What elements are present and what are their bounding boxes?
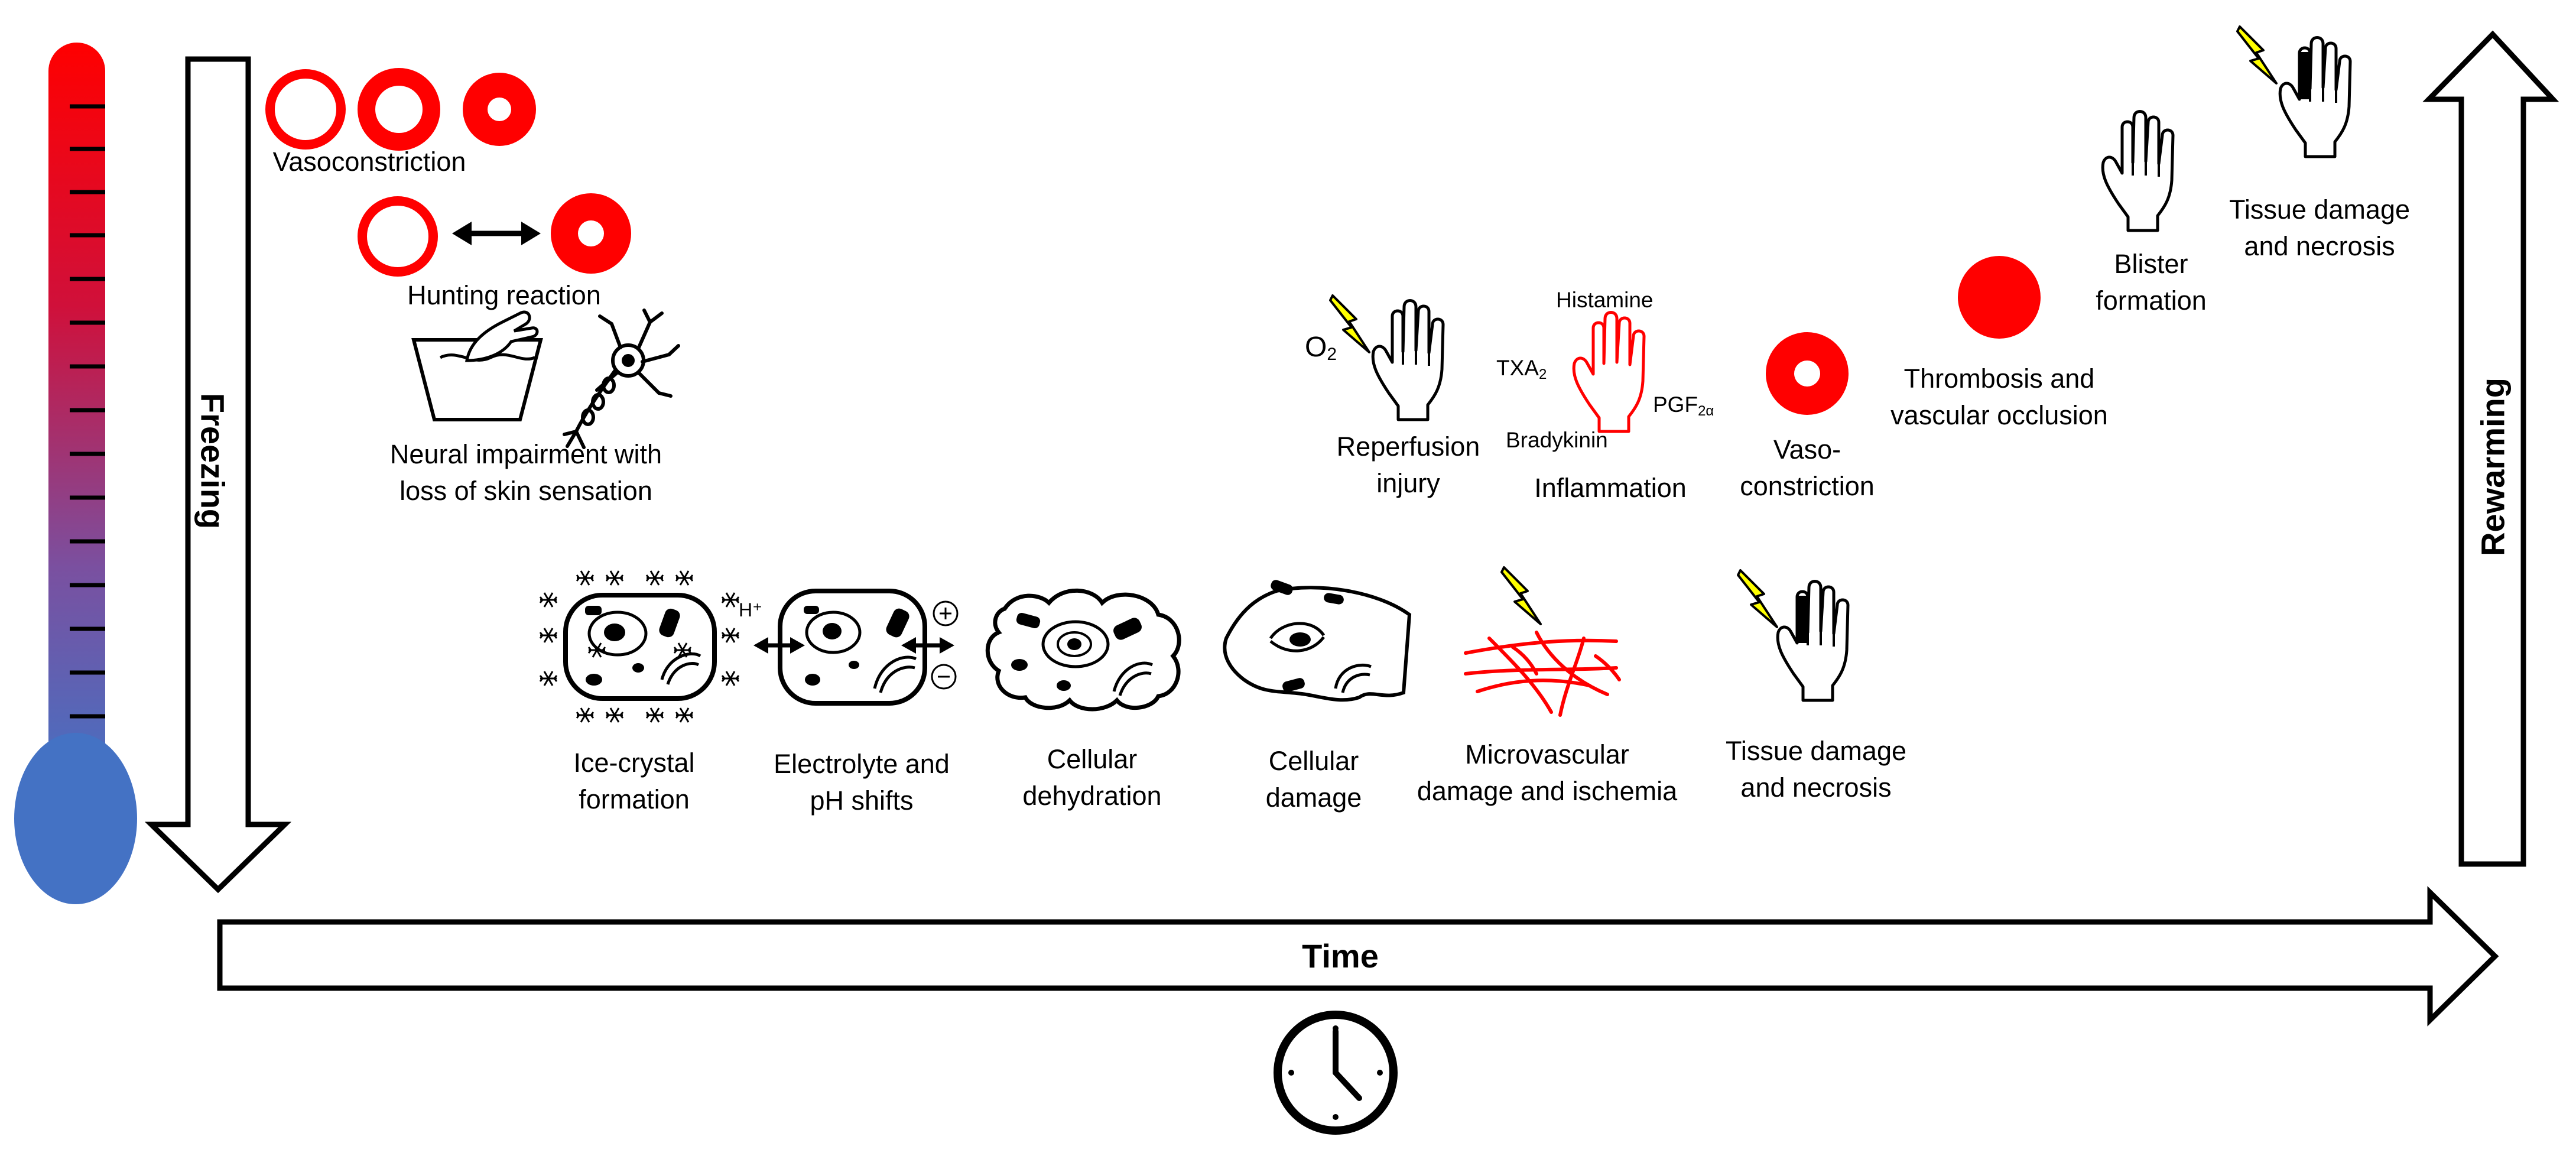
hunting-reaction-label: Hunting reaction — [407, 280, 601, 310]
thrombosis-label: Thrombosis and vascular occlusion — [1890, 363, 2108, 430]
ice-crystal-cell-icon — [539, 570, 740, 723]
occluded-vessel-icon — [1958, 256, 2041, 339]
dehydrated-cell-icon — [985, 588, 1181, 712]
freezing-arrow — [144, 56, 292, 894]
thermometer-bulb — [14, 733, 137, 904]
blister-hand-icon — [2103, 112, 2173, 231]
time-axis-label: Time — [1302, 937, 1379, 975]
hunting-reaction-icon — [358, 193, 631, 277]
tissue-damage-rewarm-label: Tissue damage and necrosis — [2229, 194, 2410, 261]
h-plus-label: H⁺ — [739, 599, 762, 621]
rewarm-lightning-icon — [2236, 25, 2278, 85]
necrotic-hand-icon — [1778, 582, 1848, 701]
cellular-damage-label: Cellular damage — [1265, 746, 1362, 813]
thermometer-tube — [48, 43, 105, 793]
vasoconstriction-rewarm-label: Vaso- constriction — [1740, 434, 1875, 501]
neuron-icon — [563, 309, 680, 449]
lightning-icon — [1737, 569, 1778, 628]
rewarming-axis-label: Rewarming — [2474, 378, 2512, 556]
electrolyte-label: Electrolyte and pH shifts — [774, 749, 950, 816]
vasoconstricted-vessel-icon — [1766, 332, 1849, 415]
vasoconstriction-vessels-icon — [265, 68, 536, 151]
txa2-label: TXA2 — [1496, 356, 1547, 383]
neural-impairment-label: Neural impairment with loss of skin sens… — [389, 439, 662, 506]
histamine-label: Histamine — [1556, 288, 1654, 312]
clock-icon — [1274, 1011, 1398, 1135]
blister-label: Blister formation — [2096, 249, 2207, 316]
thermometer — [14, 43, 137, 904]
inflammation-label: Inflammation — [1534, 473, 1687, 503]
oxygen-label: O2 — [1305, 332, 1337, 365]
freezing-axis-label: Freezing — [194, 392, 232, 530]
inflamed-hand-icon — [1572, 311, 1646, 433]
necrotic-hand-rewarm-icon — [2280, 38, 2350, 157]
microvascular-label: Microvascular damage and ischemia — [1417, 739, 1678, 806]
rewarming-arrow — [2422, 30, 2559, 867]
cold-water-basin-icon — [411, 310, 543, 421]
reperfusion-hand-icon — [1373, 301, 1443, 420]
microvascular-damage-icon — [1464, 566, 1621, 717]
thermometer-ticks — [70, 104, 105, 719]
ice-crystal-label: Ice-crystal formation — [573, 748, 695, 814]
vasoconstriction-label: Vasoconstriction — [272, 147, 466, 177]
reperfusion-label: Reperfusion injury — [1336, 431, 1480, 498]
pgf2a-label: PGF2α — [1653, 392, 1714, 420]
electrolyte-cell-icon — [753, 589, 959, 706]
tissue-damage-freeze-label: Tissue damage and necrosis — [1726, 736, 1906, 803]
time-arrow — [217, 886, 2499, 1027]
bradykinin-label: Bradykinin — [1506, 428, 1608, 452]
damaged-cell-icon — [1223, 580, 1412, 702]
dehydration-label: Cellular dehydration — [1022, 744, 1162, 811]
